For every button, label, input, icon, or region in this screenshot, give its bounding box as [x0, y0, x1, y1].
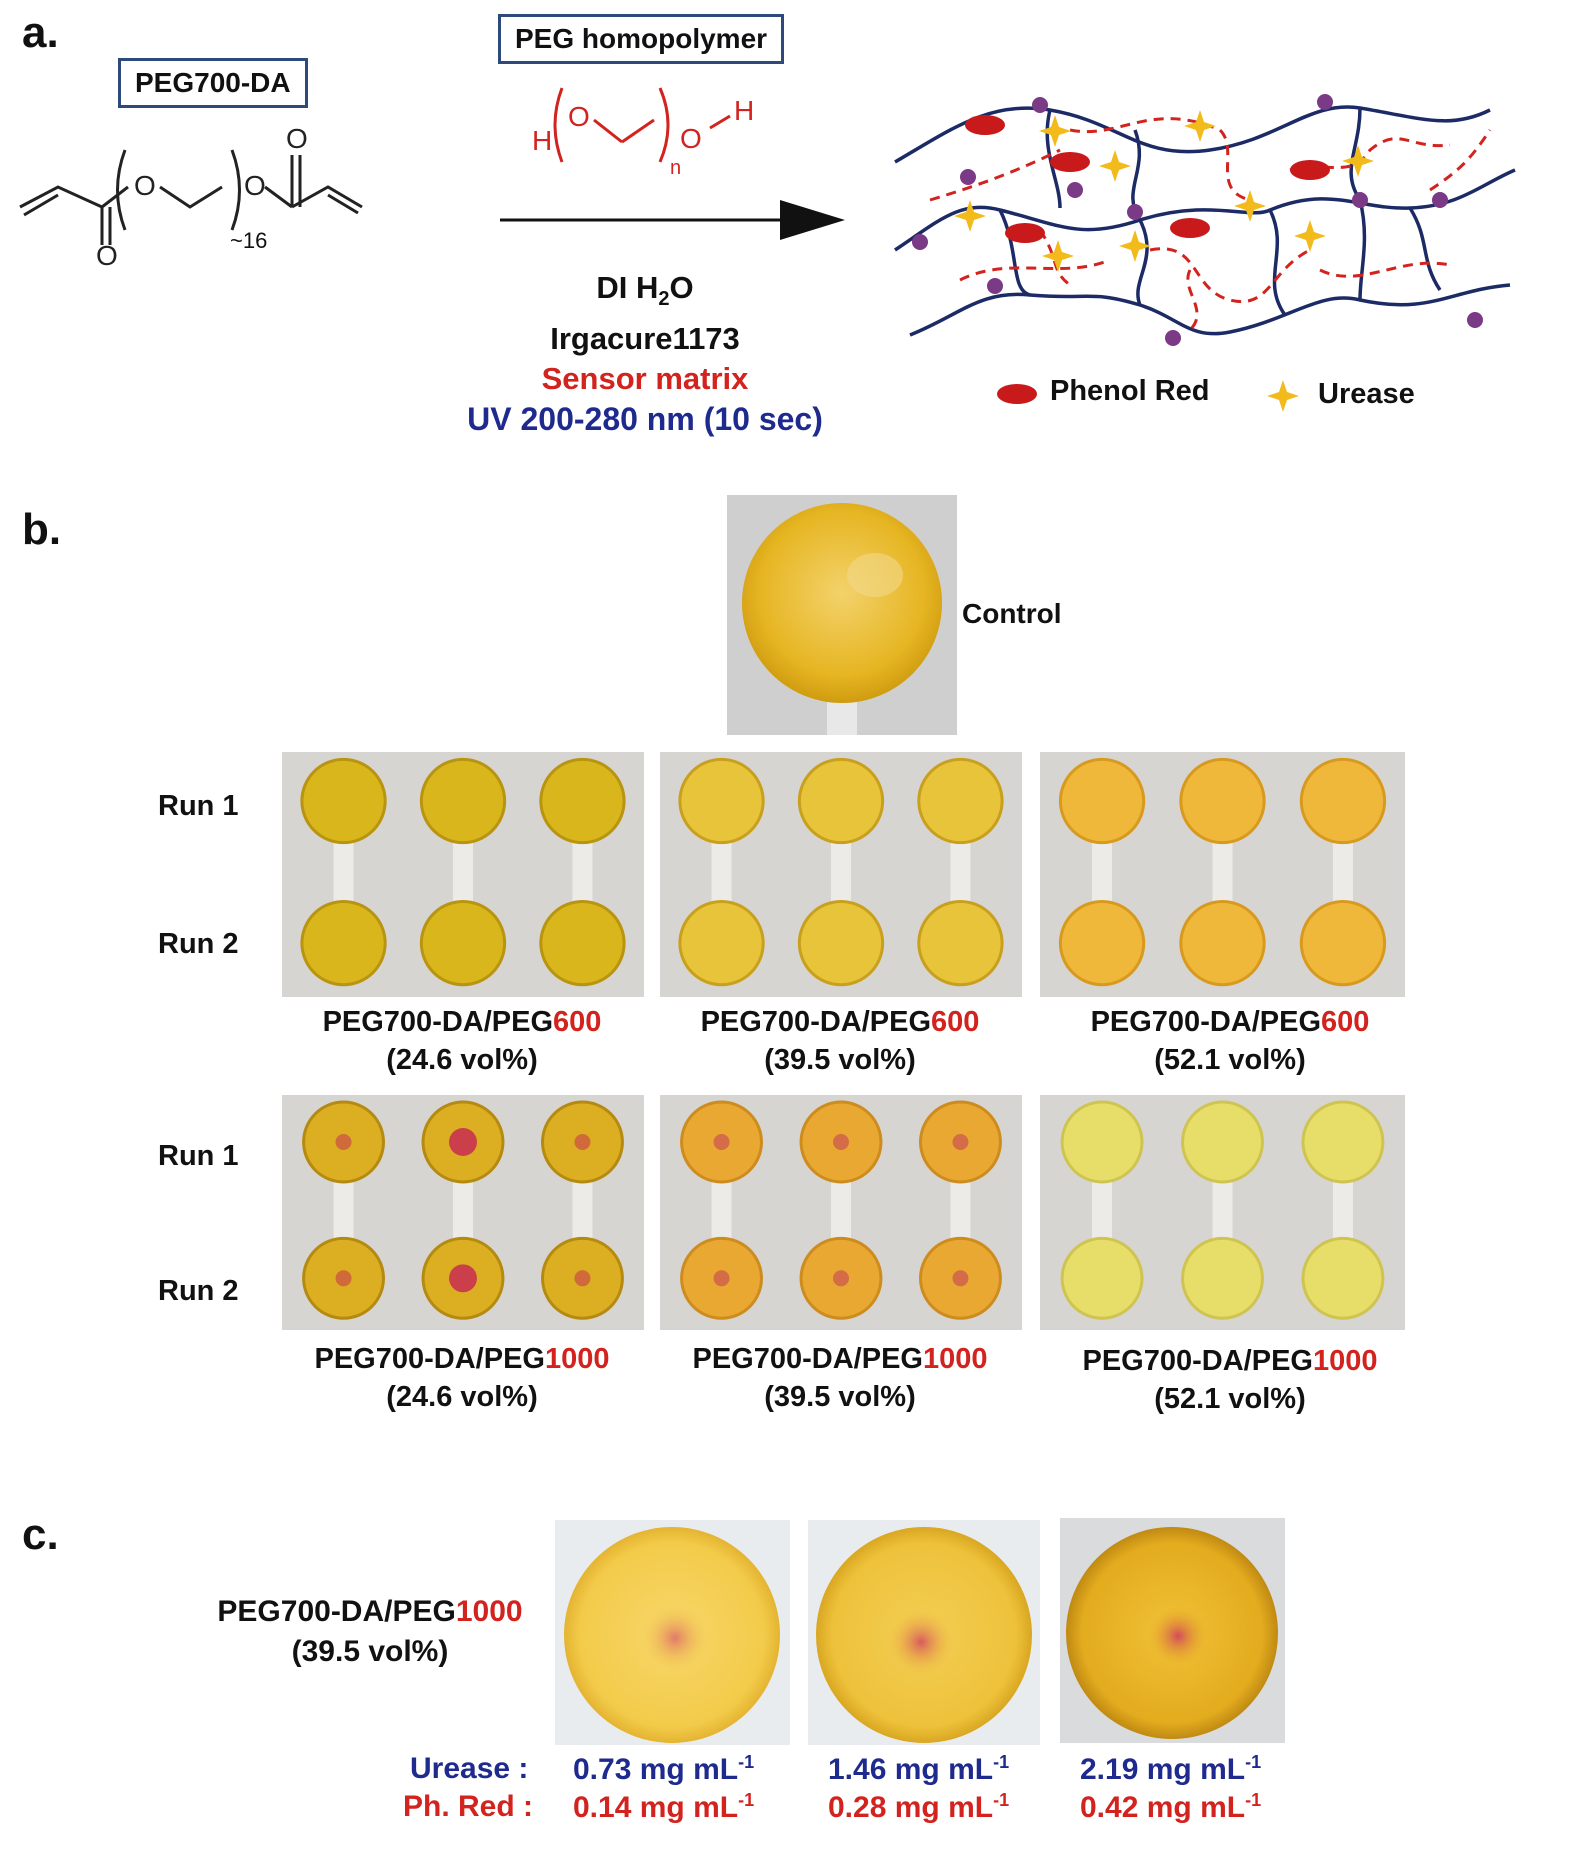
sensor-disc	[678, 899, 765, 987]
sensor-disc	[1060, 1236, 1144, 1320]
peg-homopolymer-structure: H O O H n	[532, 87, 754, 179]
photo-concentration-3	[1060, 1518, 1285, 1743]
caption-peg1000-24-6: PEG700-DA/PEG1000 (24.6 vol%)	[314, 1343, 610, 1413]
run-1-label-row-1000: Run 1	[158, 1140, 239, 1172]
sensor-disc	[300, 899, 387, 987]
condition-uv: UV 200-280 nm (10 sec)	[467, 401, 823, 438]
photo-peg600-52-1	[1040, 752, 1405, 997]
run-2-label-row-600: Run 2	[158, 928, 239, 960]
urease-value-2: 1.46 mg mL-1	[828, 1752, 1010, 1786]
color-change-spot	[952, 1134, 969, 1150]
sensor-disc	[917, 757, 1004, 845]
sensor-disc	[1301, 1236, 1385, 1320]
sensor-disc	[300, 757, 387, 845]
color-change-spot	[449, 1128, 477, 1156]
sensor-disc	[1181, 1236, 1264, 1320]
run-2-label-row-1000: Run 2	[158, 1275, 239, 1307]
sensor-disc	[1179, 899, 1266, 987]
svg-text:n: n	[670, 157, 681, 179]
panel-label-c: c.	[22, 1510, 59, 1559]
sensor-disc	[1299, 757, 1387, 845]
repeat-subscript: ~16	[230, 228, 268, 253]
sensor-disc	[917, 899, 1004, 987]
sensor-disc	[1058, 757, 1146, 845]
sensor-disc	[1301, 1100, 1385, 1184]
color-change-spot	[574, 1134, 591, 1150]
caption-peg1000-52-1: PEG700-DA/PEG1000 (52.1 vol%)	[1082, 1345, 1378, 1415]
peg700da-label: PEG700-DA	[118, 58, 308, 108]
urease-value-3: 2.19 mg mL-1	[1080, 1752, 1262, 1786]
phred-row-label: Ph. Red :	[403, 1790, 534, 1823]
caption-peg600-52-1: PEG700-DA/PEG600 (52.1 vol%)	[1090, 1006, 1370, 1076]
sensor-disc	[1299, 899, 1387, 987]
sensor-disc	[1181, 1100, 1264, 1184]
caption-peg600-39-5: PEG700-DA/PEG600 (39.5 vol%)	[700, 1006, 980, 1076]
svg-text:O: O	[286, 123, 308, 154]
color-change-spot	[335, 1134, 352, 1150]
control-photo	[727, 495, 957, 735]
legend-urease: Urease	[1318, 378, 1415, 410]
sensor-disc	[1179, 757, 1266, 845]
condition-solvent: DI H2O	[596, 270, 694, 311]
phred-value-3: 0.42 mg mL-1	[1080, 1790, 1262, 1824]
color-change-spot	[833, 1270, 849, 1287]
urease-value-1: 0.73 mg mL-1	[573, 1752, 755, 1786]
caption-peg600-24-6: PEG700-DA/PEG600 (24.6 vol%)	[322, 1006, 602, 1076]
sensor-disc	[539, 899, 626, 987]
run-1-label-row-600: Run 1	[158, 790, 239, 822]
color-change-spot	[952, 1270, 969, 1287]
control-label: Control	[962, 598, 1062, 629]
svg-text:O: O	[96, 240, 118, 271]
photo-concentration-2	[808, 1520, 1040, 1745]
condition-sensor-matrix: Sensor matrix	[541, 361, 749, 397]
hydrogel-network-illustration	[894, 94, 1516, 346]
photo-peg600-24-6	[282, 752, 644, 997]
urease-row-label: Urease :	[410, 1752, 529, 1785]
panel-label-a: a.	[22, 8, 59, 57]
panel-label-b: b.	[22, 505, 62, 554]
sensor-disc	[419, 757, 507, 845]
svg-text:O: O	[244, 170, 266, 201]
sensor-disc	[1058, 899, 1146, 987]
sensor-disc	[539, 757, 626, 845]
color-change-spot	[713, 1270, 730, 1287]
color-change-spot	[833, 1134, 849, 1150]
color-change-spot	[335, 1270, 352, 1287]
photo-peg1000-52-1	[1040, 1095, 1405, 1330]
peg700da-structure: O O O O	[19, 123, 363, 271]
condition-initiator: Irgacure1173	[550, 321, 740, 357]
urease-legend-icon	[1267, 380, 1299, 412]
sensor-disc	[419, 899, 507, 987]
svg-text:H: H	[734, 95, 754, 126]
legend-phenol-red: Phenol Red	[1050, 375, 1210, 407]
sensor-disc	[797, 899, 885, 987]
photo-peg1000-39-5	[660, 1095, 1022, 1330]
svg-text:O: O	[680, 123, 702, 154]
photo-peg1000-24-6	[282, 1095, 644, 1330]
phenol-red-legend-icon	[997, 384, 1037, 404]
phred-value-2: 0.28 mg mL-1	[828, 1790, 1010, 1824]
reaction-arrow	[500, 200, 845, 240]
color-change-spot	[449, 1264, 477, 1293]
svg-text:O: O	[568, 101, 590, 132]
reaction-conditions: DI H2O Irgacure1173 Sensor matrix UV 200…	[450, 268, 840, 439]
sensor-disc	[797, 757, 885, 845]
phred-value-1: 0.14 mg mL-1	[573, 1790, 755, 1824]
panel-c-sample-label: PEG700-DA/PEG1000 (39.5 vol%)	[217, 1595, 523, 1668]
photo-concentration-1	[555, 1520, 790, 1745]
color-change-spot	[574, 1270, 591, 1287]
svg-text:H: H	[532, 125, 552, 156]
photo-peg600-39-5	[660, 752, 1022, 997]
caption-peg1000-39-5: PEG700-DA/PEG1000 (39.5 vol%)	[692, 1343, 988, 1413]
peg-homopolymer-label: PEG homopolymer	[498, 14, 785, 64]
sensor-disc	[678, 757, 765, 845]
sensor-disc	[1060, 1100, 1144, 1184]
color-change-spot	[713, 1134, 730, 1150]
svg-text:O: O	[134, 170, 156, 201]
